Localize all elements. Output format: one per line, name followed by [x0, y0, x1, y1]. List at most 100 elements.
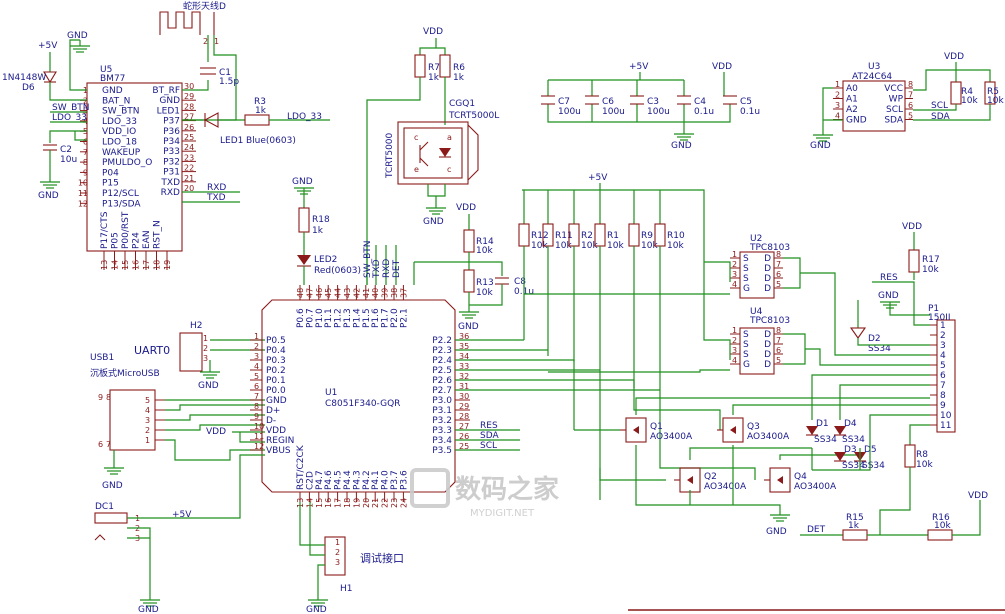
- tpc-pin-name: S: [743, 350, 749, 360]
- resistor-value: 10k: [667, 241, 684, 251]
- u5-pin-num: 8: [83, 158, 88, 167]
- cap-ref: C6: [602, 97, 614, 107]
- u5-pin-num: 10: [78, 179, 88, 188]
- u1-pin-num: 15: [315, 498, 324, 508]
- c2-value: 10u: [60, 155, 77, 165]
- u4-part: TPC8103: [749, 316, 790, 326]
- c2-ref: C2: [60, 145, 72, 155]
- mosfet-arrow: [633, 426, 639, 434]
- u1-pin-name: P0.5: [266, 336, 286, 346]
- resistor-ref: R1: [607, 231, 619, 241]
- p1-pin-num: 6: [940, 371, 946, 381]
- r13-value: 10k: [476, 288, 493, 298]
- u1-pin-num: 4: [254, 362, 259, 371]
- u5-pin-name: P12/SCL: [102, 189, 139, 199]
- u2-part: TPC8103: [749, 243, 790, 253]
- u1-pin-num: 11: [254, 432, 264, 441]
- tpc-pin-num: 3: [732, 270, 737, 279]
- tpc-pin-name: S: [743, 264, 749, 274]
- vdd-label-r16: VDD: [968, 491, 988, 501]
- u1-pin-num: 23: [390, 498, 399, 508]
- gnd-label-q: GND: [766, 527, 787, 537]
- u3-pin-name: GND: [846, 116, 867, 126]
- gnd-label-r13: GND: [458, 322, 479, 332]
- tpc-pin-num: 5: [776, 356, 781, 365]
- tpc-pin-num: 8: [776, 250, 781, 259]
- watermark-sub: MYDIGIT.NET: [470, 508, 535, 519]
- tpc-pin-name: D: [764, 350, 771, 360]
- tpc-pin-num: 7: [776, 260, 781, 269]
- mosfet-ref: Q2: [704, 472, 717, 482]
- u1-pin-num: 17: [334, 498, 343, 508]
- u1-pin-num: 27: [459, 422, 469, 431]
- p1-ref: P1: [928, 304, 939, 314]
- u1-pin-num: 29: [459, 402, 469, 411]
- r8-value: 10k: [916, 460, 933, 470]
- r6-value: 1k: [453, 73, 465, 83]
- net-label: SW_BTN: [363, 240, 373, 278]
- u3-pin-num: 1: [835, 80, 840, 89]
- u1-pin-name: P1.7: [381, 308, 391, 328]
- u5-pin-num: 12: [78, 199, 88, 208]
- gnd-symbol-caps: GND: [671, 133, 694, 151]
- d6-ref: D6: [22, 83, 35, 93]
- u5-pin-num: 7: [83, 148, 88, 157]
- u5-pin-num: 15: [121, 260, 130, 270]
- vdd-label-r14: VDD: [456, 203, 476, 213]
- gnd-label: GND: [67, 31, 88, 41]
- u3-pin-name: A1: [846, 95, 858, 105]
- tpc-pin-num: 1: [732, 326, 737, 335]
- resistor-value: 10k: [641, 241, 658, 251]
- u1-pin-num: 25: [459, 442, 469, 451]
- cgq1-pin-a: a: [447, 133, 452, 142]
- cgq1-part: TCRT5000L: [448, 111, 499, 121]
- h2-label: UART0: [134, 344, 170, 357]
- cap-value: 100u: [602, 107, 625, 117]
- u1-mcu: U1 C8051F340-GQR 48P0.647P0.746P1.045P1.…: [250, 285, 470, 508]
- u3-part: AT24C64: [852, 72, 892, 82]
- u5-pin-num: 11: [78, 189, 88, 198]
- u3-pin-name: VCC: [884, 84, 903, 94]
- u5-pin-num: 2: [83, 96, 88, 105]
- u3-pin-num: 4: [835, 112, 840, 121]
- usb1-pin8: 8: [106, 393, 111, 402]
- p1-part: 150II: [928, 313, 951, 323]
- u1-pin-name: P2.0: [390, 308, 400, 328]
- r8-ref: R8: [916, 450, 928, 460]
- u1-pin-name: P2.6: [432, 376, 452, 386]
- u1-pin-num: 45: [324, 288, 333, 298]
- mosfet-arrow: [777, 476, 783, 484]
- u1-pin-name: P3.5: [432, 446, 452, 456]
- u1-pin-num: 39: [381, 288, 390, 298]
- usb1-pin6: 6: [98, 440, 103, 449]
- antenna-pin2: 2: [203, 37, 208, 46]
- p1-pin-num: 3: [940, 341, 946, 351]
- u5-pin-num: 25: [184, 133, 194, 142]
- vdd-label-r17: VDD: [902, 222, 922, 232]
- cgq1-sensor: CGQ1 TCRT5000L TCRT5000 c a e c: [385, 99, 499, 185]
- gnd-label: GND: [38, 191, 59, 201]
- u5-pin-name: WAKEUP: [102, 148, 141, 158]
- h2-pin1: 1: [203, 334, 208, 343]
- mosfet-ref: Q1: [650, 422, 663, 432]
- u1-pin-name: P4.0: [381, 470, 391, 490]
- led2-value: Red(0603): [314, 266, 361, 276]
- u1-pin-name: P0.1: [266, 376, 286, 386]
- u1-pin-name: P1.6: [371, 308, 381, 328]
- u1-pin-name: P3.2: [432, 416, 452, 426]
- tpc-pin-name: D: [764, 340, 771, 350]
- tpc-pin-num: 2: [732, 260, 737, 269]
- u1-pin-num: 33: [459, 362, 469, 371]
- h2-pin3: 3: [203, 354, 208, 363]
- r5-value: 10k: [987, 96, 1004, 106]
- resistor-ref: R10: [667, 231, 685, 241]
- u1-pin-name: P0.7: [305, 308, 315, 328]
- cap-ref: C7: [558, 97, 570, 107]
